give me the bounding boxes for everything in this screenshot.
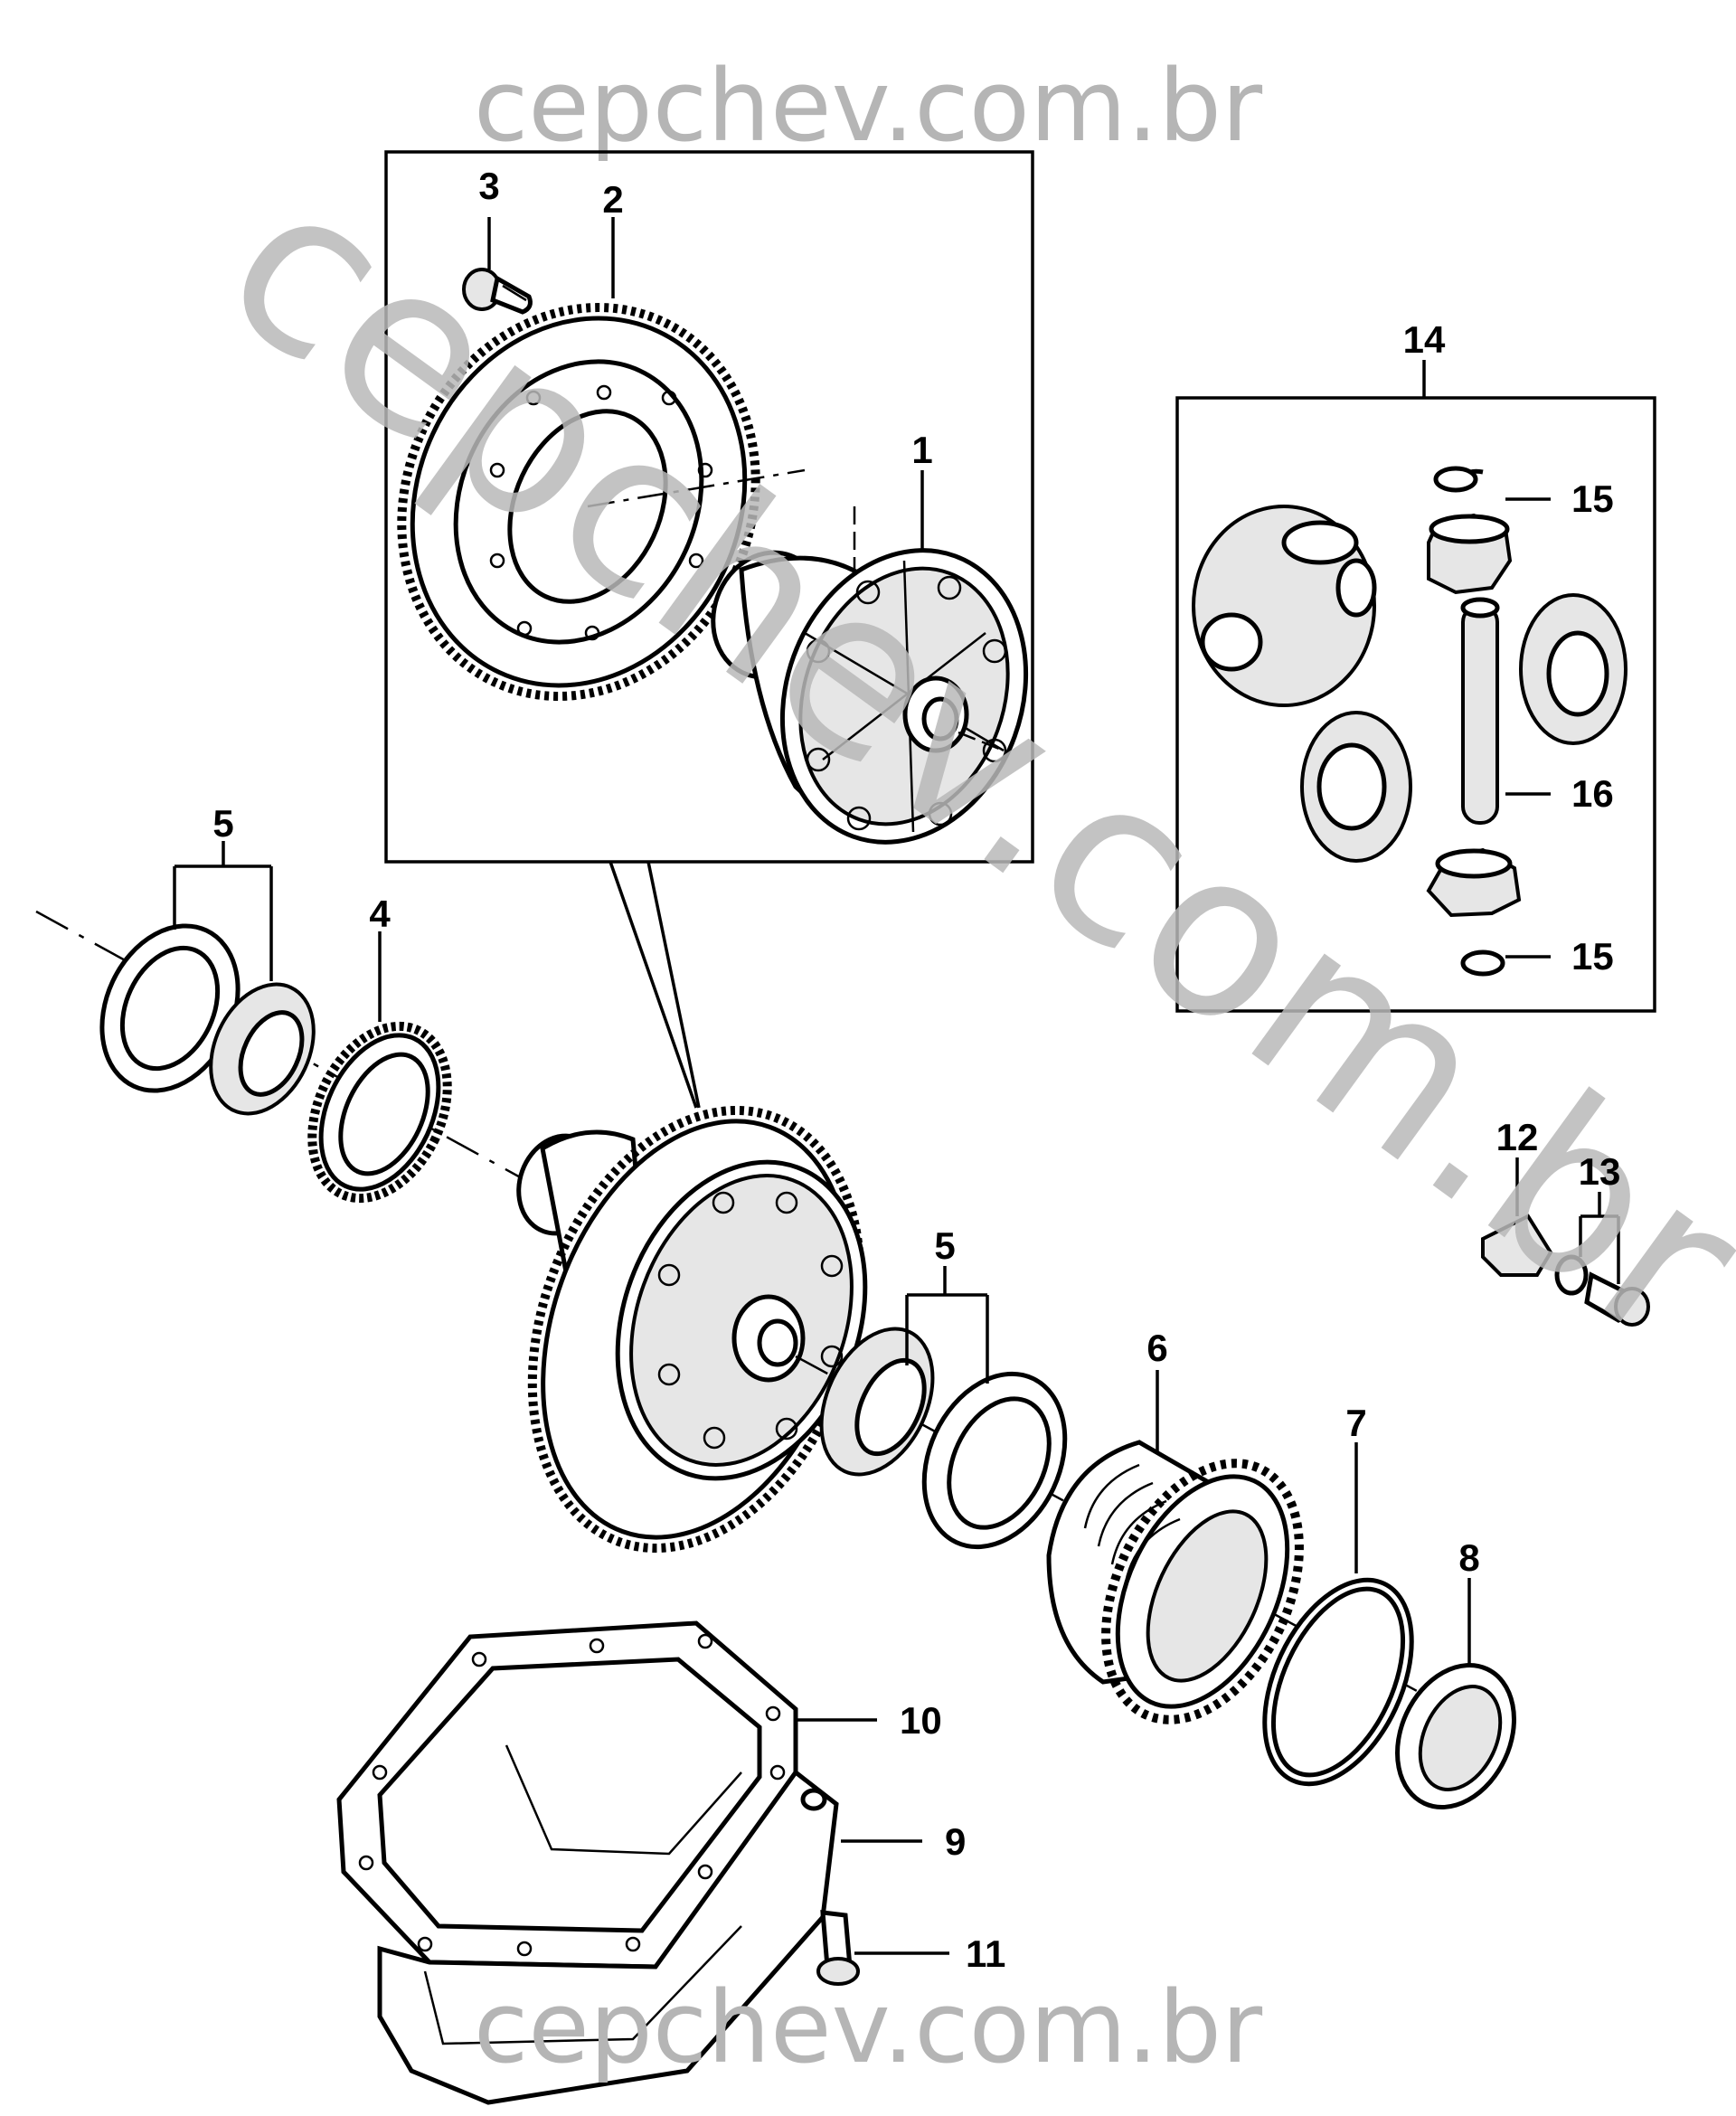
callout-labels: 3 2 1 14 15 16 15 5 4 5 6 7 8 12 13 10 9… <box>212 165 1620 1975</box>
pinion-shaft[interactable] <box>1460 597 1500 825</box>
callout-2: 2 <box>602 178 623 221</box>
right-bearing-group <box>795 1266 1502 1738</box>
upper-assembly-box <box>339 150 1066 877</box>
left-bearing-cone[interactable] <box>191 968 334 1130</box>
callout-6: 6 <box>1146 1327 1167 1369</box>
box-connector-lines <box>609 861 701 1109</box>
watermark-diagonal: cepchev.com.br <box>181 128 1736 1395</box>
speedometer-drive-gear[interactable] <box>286 1005 474 1221</box>
right-bearing-cup[interactable] <box>897 1351 1091 1570</box>
differential-carrier-ball[interactable] <box>1192 505 1377 707</box>
gear-kit-box <box>1175 360 1656 1013</box>
axle-oil-seal[interactable] <box>1375 1578 1536 1827</box>
callout-11: 11 <box>966 1932 1005 1975</box>
callout-14: 14 <box>1403 318 1446 361</box>
top-pinion-gear[interactable] <box>1427 466 1513 595</box>
callout-3: 3 <box>478 165 499 207</box>
right-side-gear[interactable] <box>1519 593 1628 745</box>
callout-15-top: 15 <box>1571 477 1614 520</box>
callout-15-bottom: 15 <box>1571 935 1614 978</box>
differential-case[interactable] <box>696 506 1066 877</box>
watermark-bottom: cepchev.com.br <box>474 1970 1263 2085</box>
retainer-clip[interactable] <box>1481 1157 1553 1277</box>
callout-12: 12 <box>1496 1116 1539 1158</box>
right-bearing-cone[interactable] <box>799 1311 955 1493</box>
left-bearing-cup[interactable] <box>76 903 263 1112</box>
assembled-differential[interactable] <box>475 1064 919 1594</box>
watermark-top: cepchev.com.br <box>474 48 1263 164</box>
callout-10: 10 <box>900 1699 942 1742</box>
callout-9: 9 <box>945 1820 966 1863</box>
callout-4: 4 <box>369 893 391 935</box>
upper-box-frame <box>384 150 1034 864</box>
cover-gasket[interactable] <box>336 1620 877 1970</box>
cover-bolt[interactable] <box>816 1910 949 1986</box>
ring-gear-bolt[interactable] <box>462 268 533 315</box>
differential-cover[interactable] <box>377 1744 922 2105</box>
callout-5-right: 5 <box>934 1224 955 1267</box>
callout-1: 1 <box>911 429 932 471</box>
callout-5-left: 5 <box>212 802 233 845</box>
ring-gear[interactable] <box>339 249 818 754</box>
bottom-pinion-gear[interactable] <box>1426 847 1522 977</box>
callout-16: 16 <box>1571 772 1614 815</box>
callout-8: 8 <box>1458 1536 1479 1579</box>
callout-7: 7 <box>1345 1402 1366 1444</box>
o-ring[interactable] <box>1235 1442 1441 1807</box>
left-bearing-group <box>35 841 534 1221</box>
bearing-adjuster-ring[interactable] <box>1046 1370 1337 1751</box>
gear-kit-box-frame <box>1175 396 1656 1013</box>
callout-13: 13 <box>1579 1150 1621 1193</box>
lock-washer-and-bolt[interactable] <box>1554 1192 1650 1327</box>
left-side-gear[interactable] <box>1300 711 1412 863</box>
